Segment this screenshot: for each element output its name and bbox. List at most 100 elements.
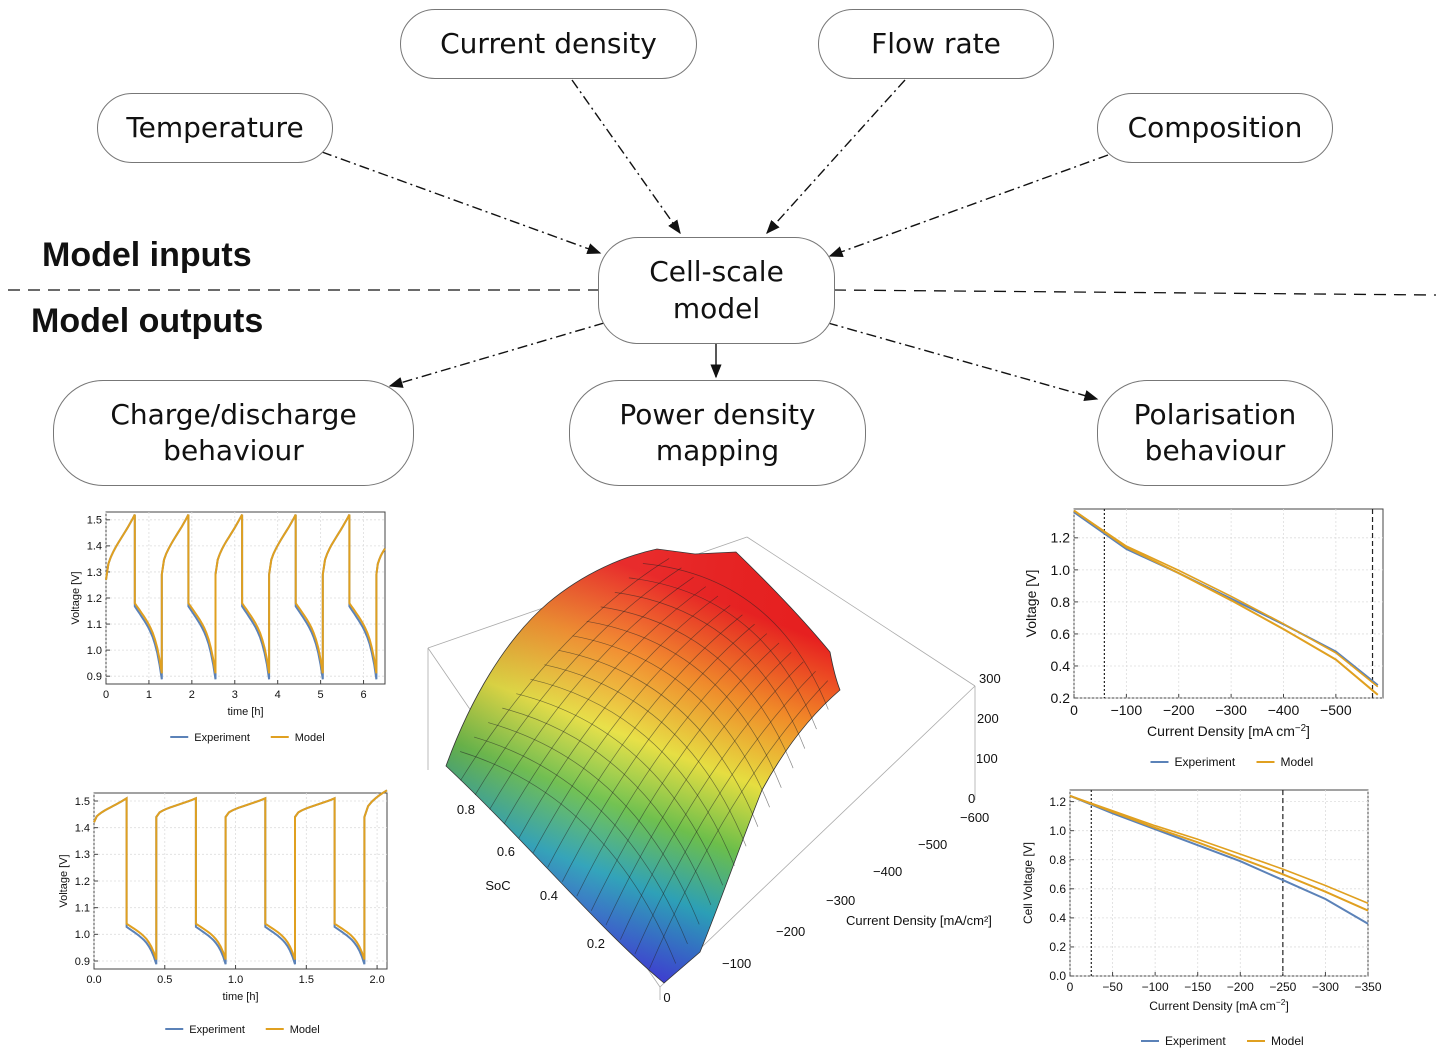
y-tick-label: 0.4 — [540, 888, 558, 903]
x-axis-label: Current Density [mA cm−2] — [1147, 723, 1310, 740]
x-axis-label: Current Density [mA cm−2] — [1149, 997, 1289, 1013]
x-tick-label: −500 — [918, 837, 947, 852]
y-tick-label: 1.2 — [1051, 530, 1071, 546]
y-tick-label: 1.1 — [75, 903, 90, 915]
x-tick-label: −300 — [1312, 980, 1339, 994]
z-tick-label: 0 — [968, 791, 975, 806]
surface-mesh-line — [590, 642, 780, 911]
x-tick-label: −100 — [722, 956, 751, 971]
x-axis-label-end: ] — [1285, 999, 1288, 1013]
polarisation-chart-top: 0−100−200−300−400−5000.20.40.60.81.01.2C… — [1023, 508, 1384, 769]
surface-mesh-line — [488, 722, 700, 925]
x-tick-label: 0.0 — [86, 974, 101, 986]
power-line-1: Power density — [619, 397, 816, 431]
y-tick-label: 0.6 — [497, 844, 515, 859]
composition-node: Composition — [1097, 93, 1333, 163]
power-density-surface: 0100200300−100−200−300−400−500−6000.20.4… — [427, 536, 1001, 1005]
y-tick-label: 1.5 — [75, 796, 90, 808]
plot-frame — [1073, 508, 1384, 699]
series-model — [93, 789, 388, 960]
x-tick-label: −50 — [1102, 980, 1123, 994]
arrow-charge — [388, 322, 605, 388]
surface-mesh-line — [620, 661, 804, 940]
x-tick-label: 1.0 — [228, 974, 243, 986]
polarisation-line-2: behaviour — [1144, 434, 1286, 467]
polarisation-chart-bottom: 0−50−100−150−200−250−300−3500.00.20.40.6… — [1021, 789, 1382, 1048]
surface-mesh-line — [544, 664, 747, 847]
x-tick-label: 6 — [360, 689, 366, 701]
y-axis-label: Voltage [V] — [58, 854, 70, 907]
y-tick-label: 1.2 — [1049, 795, 1066, 809]
x-tick-label: 0 — [103, 689, 109, 701]
arrow-temperature — [321, 151, 602, 254]
x-tick-label: 0.5 — [157, 974, 172, 986]
x-axis-label-end: ] — [1306, 723, 1310, 739]
y-tick-label: 1.5 — [87, 515, 102, 527]
series-model — [105, 514, 386, 674]
arrow-polarisation — [827, 322, 1099, 401]
power-line-2: mapping — [655, 434, 780, 467]
surface-mesh-line — [459, 751, 677, 964]
y-tick-label: 1.0 — [75, 929, 90, 941]
surface-shade — [446, 549, 840, 983]
legend-model: Model — [295, 732, 325, 744]
surface-mesh-line — [572, 635, 770, 808]
x-tick-label: −150 — [1184, 980, 1211, 994]
surface-mesh-line — [634, 670, 816, 955]
surface-mesh-line — [489, 576, 694, 810]
series-model — [1069, 794, 1369, 912]
x-tick-label: −350 — [1354, 980, 1381, 994]
arrow-composition — [828, 154, 1109, 257]
x-tick-label: −300 — [1215, 702, 1247, 718]
series-model-band — [1073, 509, 1379, 688]
surface-mesh-line — [532, 605, 731, 853]
x-tick-label: −250 — [1269, 980, 1296, 994]
x-tick-label: −600 — [960, 810, 989, 825]
x-tick-label: 2 — [189, 689, 195, 701]
y-tick-label: 0.4 — [1051, 658, 1071, 674]
y-tick-label: 1.1 — [87, 619, 102, 631]
surface-mesh-line — [558, 649, 759, 827]
divider-right — [833, 289, 1437, 296]
polarisation-line-1: Polarisation — [1133, 397, 1297, 431]
model-inputs-label: Model inputs — [42, 236, 252, 274]
x-tick-label: −100 — [1111, 702, 1143, 718]
x-axis-label: time [h] — [227, 706, 263, 718]
arrow-flow-rate — [766, 79, 906, 235]
x-tick-label: −200 — [1163, 702, 1195, 718]
y-tick-label: 0.6 — [1051, 626, 1071, 642]
x-tick-label: −100 — [1142, 980, 1169, 994]
x-tick-label: −200 — [1227, 980, 1254, 994]
y-tick-label: 1.2 — [87, 593, 102, 605]
surface-mesh-line — [642, 563, 829, 710]
y-tick-label: 1.3 — [75, 849, 90, 861]
surface-mesh-line — [516, 693, 724, 886]
y-tick-label: 1.0 — [1051, 562, 1071, 578]
cell-scale-model-node: Cell-scale model — [598, 237, 835, 344]
temperature-node: Temperature — [97, 93, 333, 163]
y-tick-label: 1.0 — [1049, 824, 1066, 838]
y-tick-label: 0.8 — [1051, 594, 1071, 610]
z-tick-label: 100 — [976, 751, 998, 766]
x-tick-label: 1.5 — [299, 974, 314, 986]
x-tick-label: 4 — [275, 689, 281, 701]
center-line-1: Cell-scale — [649, 255, 784, 289]
x-tick-label: −500 — [1320, 702, 1352, 718]
legend-experiment: Experiment — [1175, 755, 1236, 769]
y-tick-label: 0.6 — [1049, 882, 1066, 896]
x-tick-label: 5 — [318, 689, 324, 701]
x-tick-label: 0 — [1067, 980, 1074, 994]
x-axis-label: Current Density [mA/cm²] — [846, 913, 992, 928]
center-line-2: model — [672, 291, 761, 325]
y-tick-label: 1.2 — [75, 876, 90, 888]
surface-mesh-line — [547, 614, 743, 868]
x-tick-label: −400 — [1268, 702, 1300, 718]
y-tick-label: 1.0 — [87, 645, 102, 657]
x-tick-label: 1 — [146, 689, 152, 701]
series-model-band — [1069, 795, 1369, 905]
model-outputs-label: Model outputs — [31, 302, 264, 340]
legend-model: Model — [290, 1024, 320, 1036]
temperature-label: Temperature — [126, 110, 304, 144]
polarisation-node: Polarisation behaviour — [1097, 380, 1333, 486]
